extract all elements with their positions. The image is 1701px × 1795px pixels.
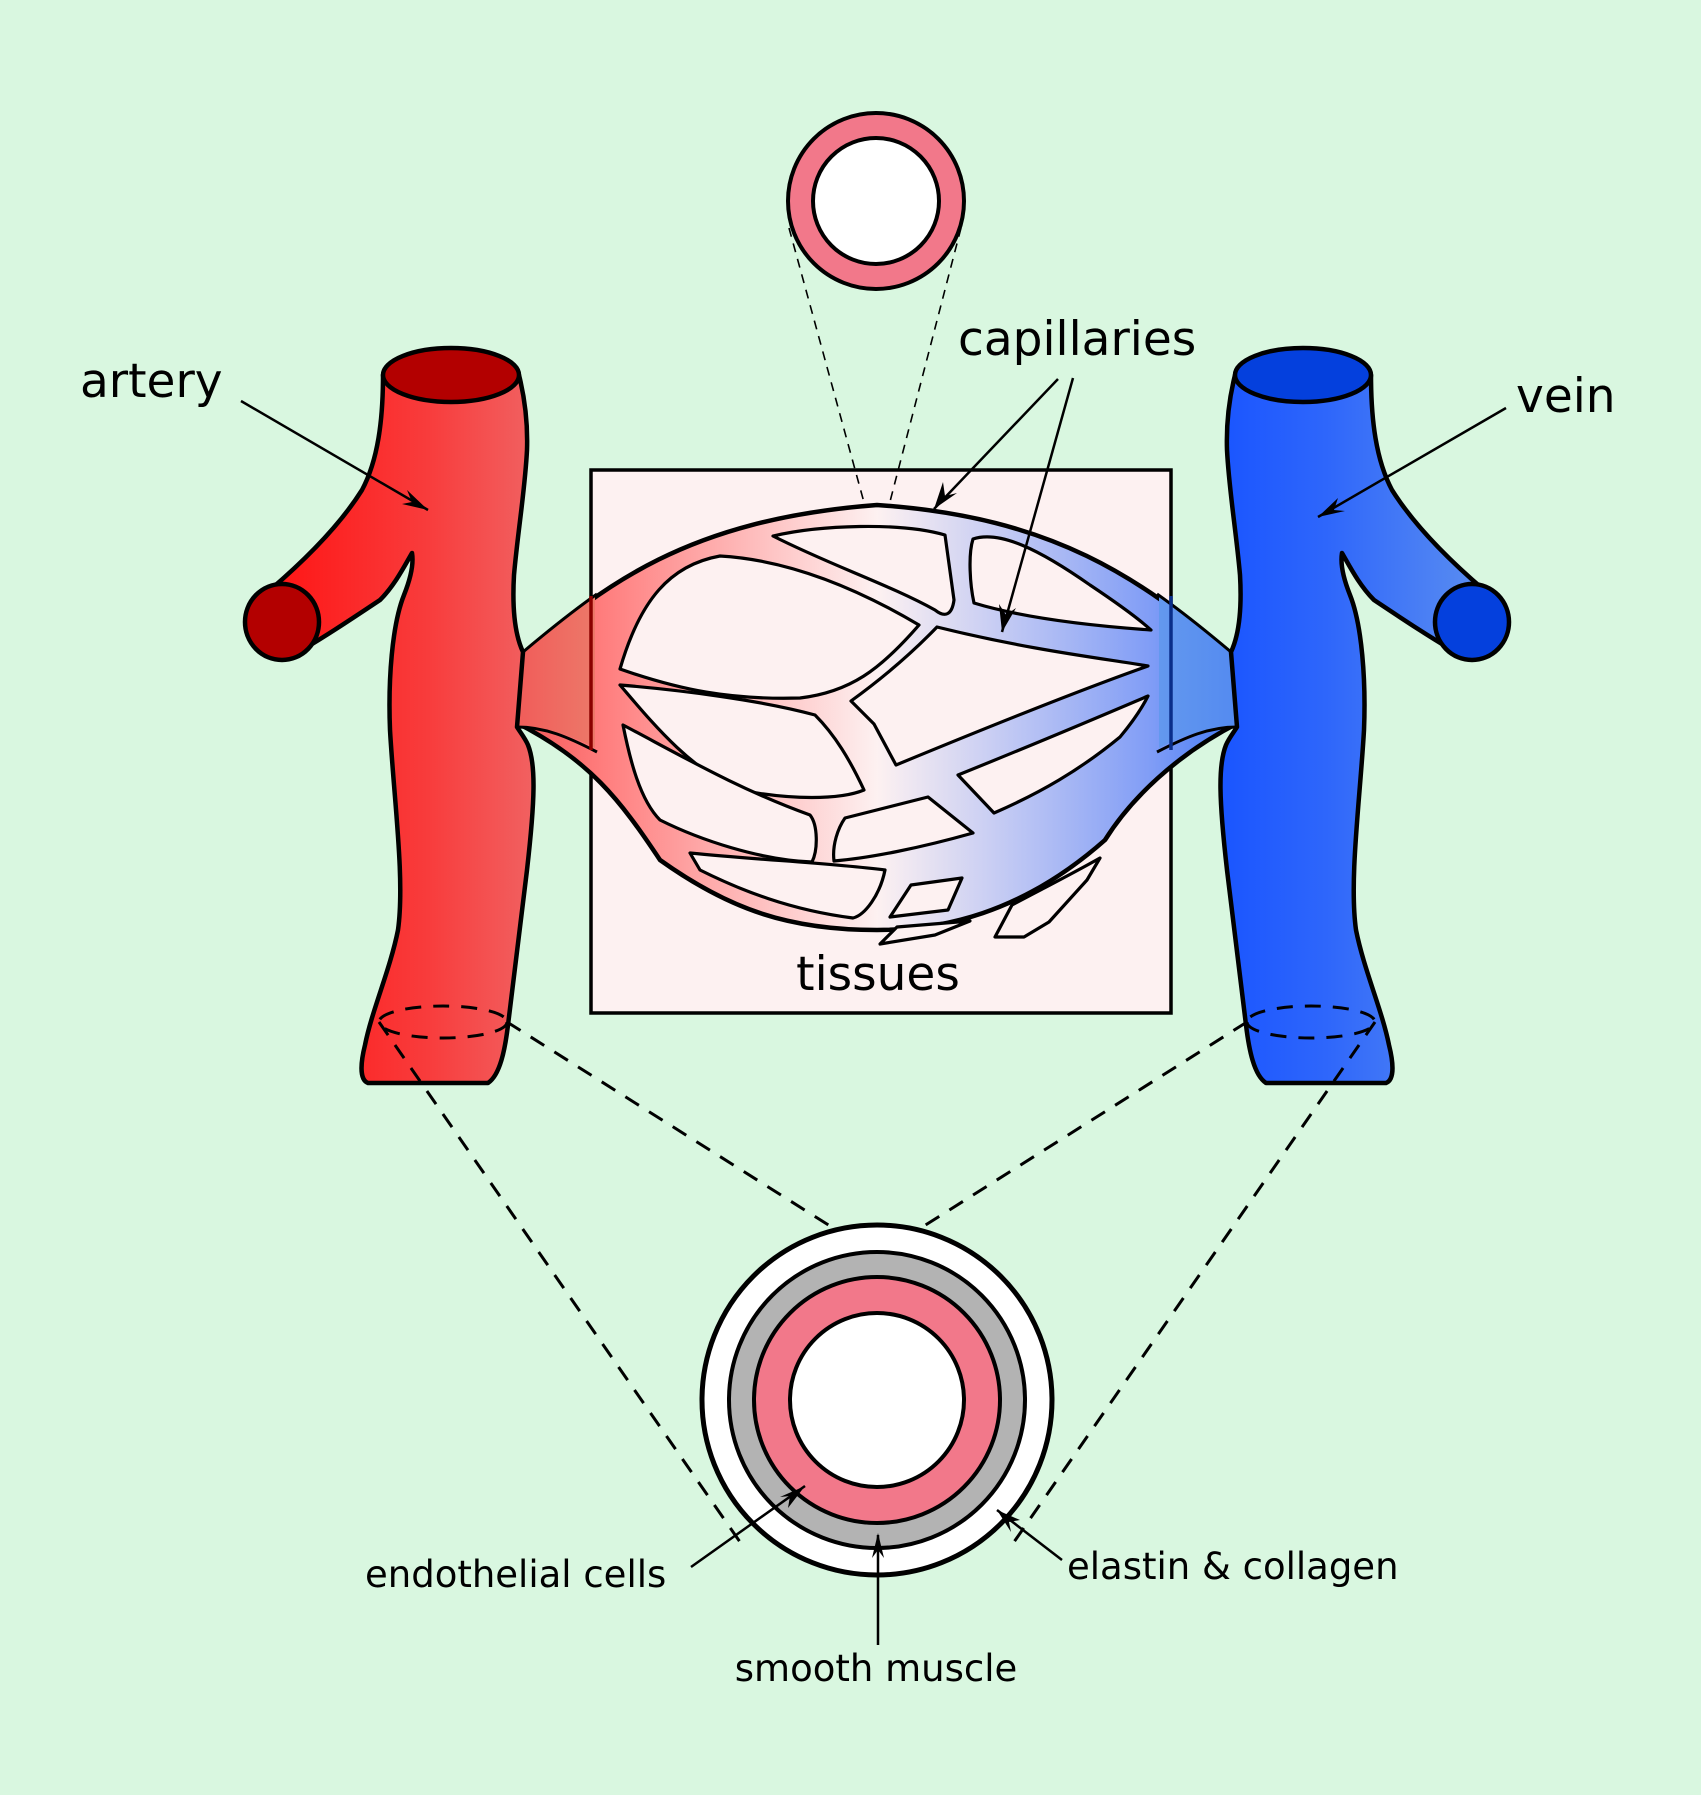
vein [1218, 345, 1512, 1086]
capillaries-arrow-1 [933, 378, 1059, 510]
vein-branch-opening [1432, 581, 1512, 663]
leader-lines [240, 377, 1507, 1645]
artery-arrow [240, 399, 429, 512]
vein-top-opening [1232, 345, 1374, 405]
smooth-muscle-arrow [872, 1533, 884, 1645]
artery-body [267, 372, 536, 1086]
vein-label: vein [1516, 369, 1616, 424]
elastin-collagen-label: elastin & collagen [1067, 1545, 1399, 1588]
endothelial-cells-label: endothelial cells [365, 1553, 666, 1596]
vessel-cross-section [699, 1222, 1055, 1578]
artery-branch-opening [242, 581, 322, 663]
artery-top-opening [380, 345, 522, 405]
vein-arrow [1317, 406, 1507, 519]
vein-body [1218, 372, 1487, 1086]
artery-capillary-junction [500, 596, 595, 748]
capillary-holes [618, 524, 1153, 946]
artery-label: artery [80, 354, 223, 409]
capillaries-label: capillaries [958, 312, 1196, 367]
capillary-cross-section [786, 111, 966, 291]
artery [242, 345, 536, 1086]
smooth-muscle-label: smooth muscle [735, 1647, 1017, 1690]
capillary-lumen [811, 136, 941, 266]
tissues-label: tissues [796, 947, 960, 1002]
vein-capillary-junction [1159, 596, 1254, 748]
cross-section-projection-lines [377, 1020, 1377, 1543]
lumen [788, 1311, 966, 1489]
capillary-network [512, 502, 1243, 946]
endothelial-arrow [690, 1484, 806, 1569]
capillaries-arrow-2 [999, 377, 1075, 633]
elastin-arrow [996, 1509, 1063, 1561]
